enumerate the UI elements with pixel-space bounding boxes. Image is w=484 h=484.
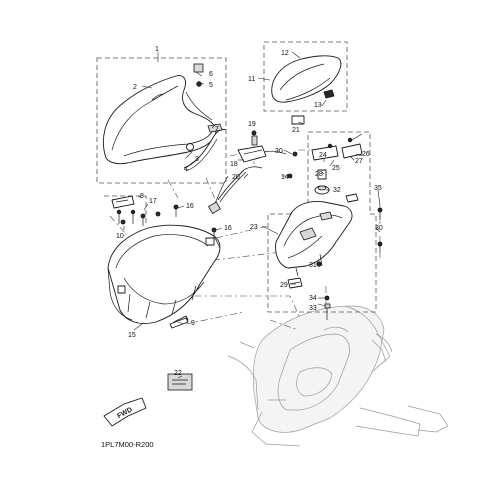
callout-30a: 30 bbox=[275, 148, 283, 155]
double-seat-bumper bbox=[323, 89, 335, 99]
callout-6: 6 bbox=[209, 71, 213, 78]
callout-10: 10 bbox=[116, 233, 124, 240]
seat-group-box bbox=[96, 57, 227, 184]
callout-22: 22 bbox=[174, 370, 182, 377]
fwd-arrow-icon: FWD bbox=[103, 397, 147, 427]
luggage-box bbox=[107, 224, 221, 327]
callout-26: 26 bbox=[362, 151, 370, 158]
seat-damper bbox=[186, 143, 194, 151]
callout-15: 15 bbox=[128, 332, 136, 339]
seat bbox=[103, 63, 227, 172]
leader-lines bbox=[123, 51, 381, 379]
callout-27: 27 bbox=[355, 158, 363, 165]
callout-17: 17 bbox=[149, 198, 157, 205]
callout-18: 18 bbox=[230, 161, 238, 168]
owners-manual bbox=[167, 373, 193, 391]
callout-16b: 16 bbox=[224, 225, 232, 232]
callout-21: 21 bbox=[292, 127, 300, 134]
callout-32: 32 bbox=[333, 187, 341, 194]
double-seat bbox=[271, 55, 342, 125]
double-seat-label bbox=[291, 115, 305, 125]
fasteners bbox=[120, 151, 383, 320]
callout-16a: 16 bbox=[186, 203, 194, 210]
callout-14: 14 bbox=[281, 174, 289, 181]
callout-9: 9 bbox=[191, 320, 195, 327]
diagram-code: 1PL7M00-R200 bbox=[101, 440, 154, 449]
callout-30b: 30 bbox=[375, 225, 383, 232]
callout-35: 35 bbox=[374, 185, 382, 192]
seat-strap bbox=[183, 128, 227, 169]
double-seat-group-box bbox=[263, 41, 348, 112]
seat-lock-catch bbox=[193, 63, 204, 73]
callout-23: 23 bbox=[250, 224, 258, 231]
callout-2: 2 bbox=[133, 84, 137, 91]
scooter-body-outline bbox=[227, 305, 449, 447]
callout-numbers: 1 2 3 4 5 6 7 8 9 10 11 12 13 14 15 16 1… bbox=[116, 46, 383, 377]
callout-28: 28 bbox=[315, 171, 323, 178]
rod bbox=[169, 317, 189, 329]
callout-1: 1 bbox=[155, 46, 159, 53]
callout-19: 19 bbox=[248, 121, 256, 128]
callout-31: 31 bbox=[309, 262, 317, 269]
callout-4: 4 bbox=[184, 166, 188, 173]
seat-lock-cable bbox=[207, 130, 287, 215]
callout-8: 8 bbox=[140, 193, 144, 200]
hook-bracket bbox=[111, 195, 136, 224]
callout-34: 34 bbox=[309, 295, 317, 302]
callout-3: 3 bbox=[195, 156, 199, 163]
callout-7: 7 bbox=[215, 126, 219, 133]
callout-25: 25 bbox=[332, 165, 340, 172]
hook-group-box bbox=[104, 195, 147, 226]
callout-5: 5 bbox=[209, 82, 213, 89]
callout-29: 29 bbox=[280, 282, 288, 289]
callout-24: 24 bbox=[319, 152, 327, 159]
callout-33: 33 bbox=[309, 305, 317, 312]
callout-12: 12 bbox=[281, 50, 289, 57]
seat-stopper bbox=[207, 123, 223, 133]
callout-13: 13 bbox=[314, 102, 322, 109]
callout-11: 11 bbox=[248, 76, 255, 83]
callout-20: 20 bbox=[232, 174, 240, 181]
